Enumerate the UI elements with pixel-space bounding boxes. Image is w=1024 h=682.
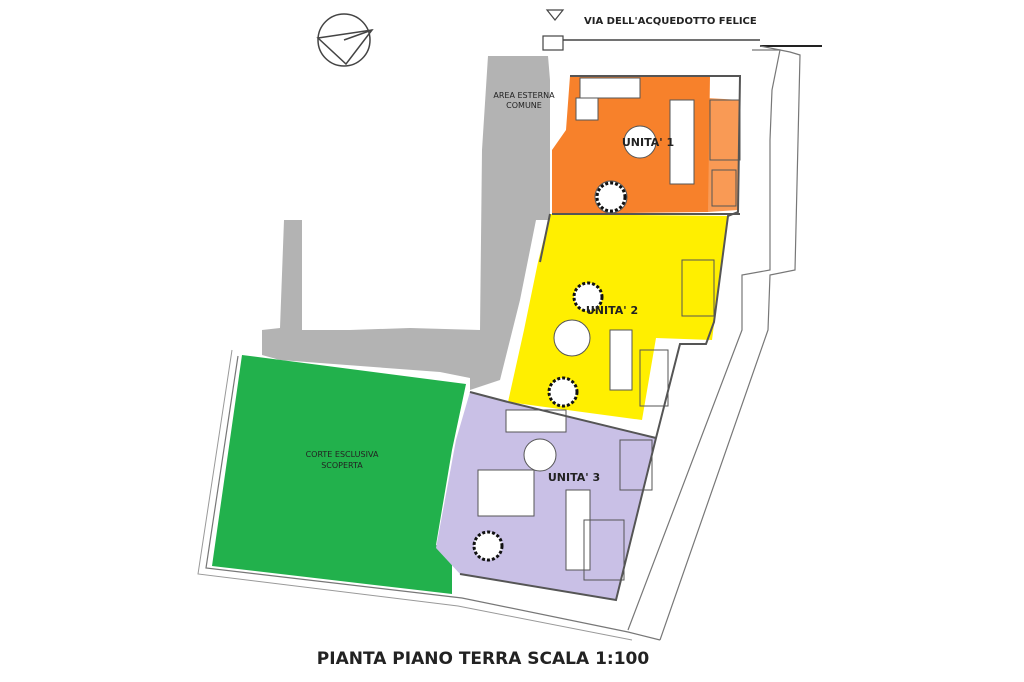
building-walls	[459, 75, 742, 602]
common-area	[262, 56, 550, 390]
unit-1-label: UNITA' 1	[622, 136, 674, 149]
entrance-marker-icon	[542, 9, 565, 51]
plan-title: PIANTA PIANO TERRA SCALA 1:100	[317, 649, 650, 669]
unit-3-label: UNITA' 3	[548, 471, 600, 484]
site-outline	[205, 355, 661, 641]
north-arrow-icon	[316, 13, 374, 67]
unit-2-label: UNITA' 2	[586, 304, 638, 317]
garden-label-1: CORTE ESCLUSIVA	[306, 450, 379, 459]
common-area-label-1: AREA ESTERNA	[493, 91, 555, 100]
stair-icon	[547, 281, 604, 408]
unit-2-service	[664, 220, 728, 322]
garden-area	[212, 355, 466, 594]
unit-1-service	[708, 98, 740, 212]
stair-icon	[472, 530, 504, 562]
unit-3-furniture	[477, 409, 653, 581]
unit-2-furniture	[553, 259, 715, 407]
street-boundary	[563, 39, 822, 641]
common-area-label-2: COMUNE	[506, 101, 542, 110]
stair-icon	[595, 181, 627, 213]
garden-label-2: SCOPERTA	[321, 461, 363, 470]
street-label: VIA DELL'ACQUEDOTTO FELICE	[584, 16, 757, 27]
